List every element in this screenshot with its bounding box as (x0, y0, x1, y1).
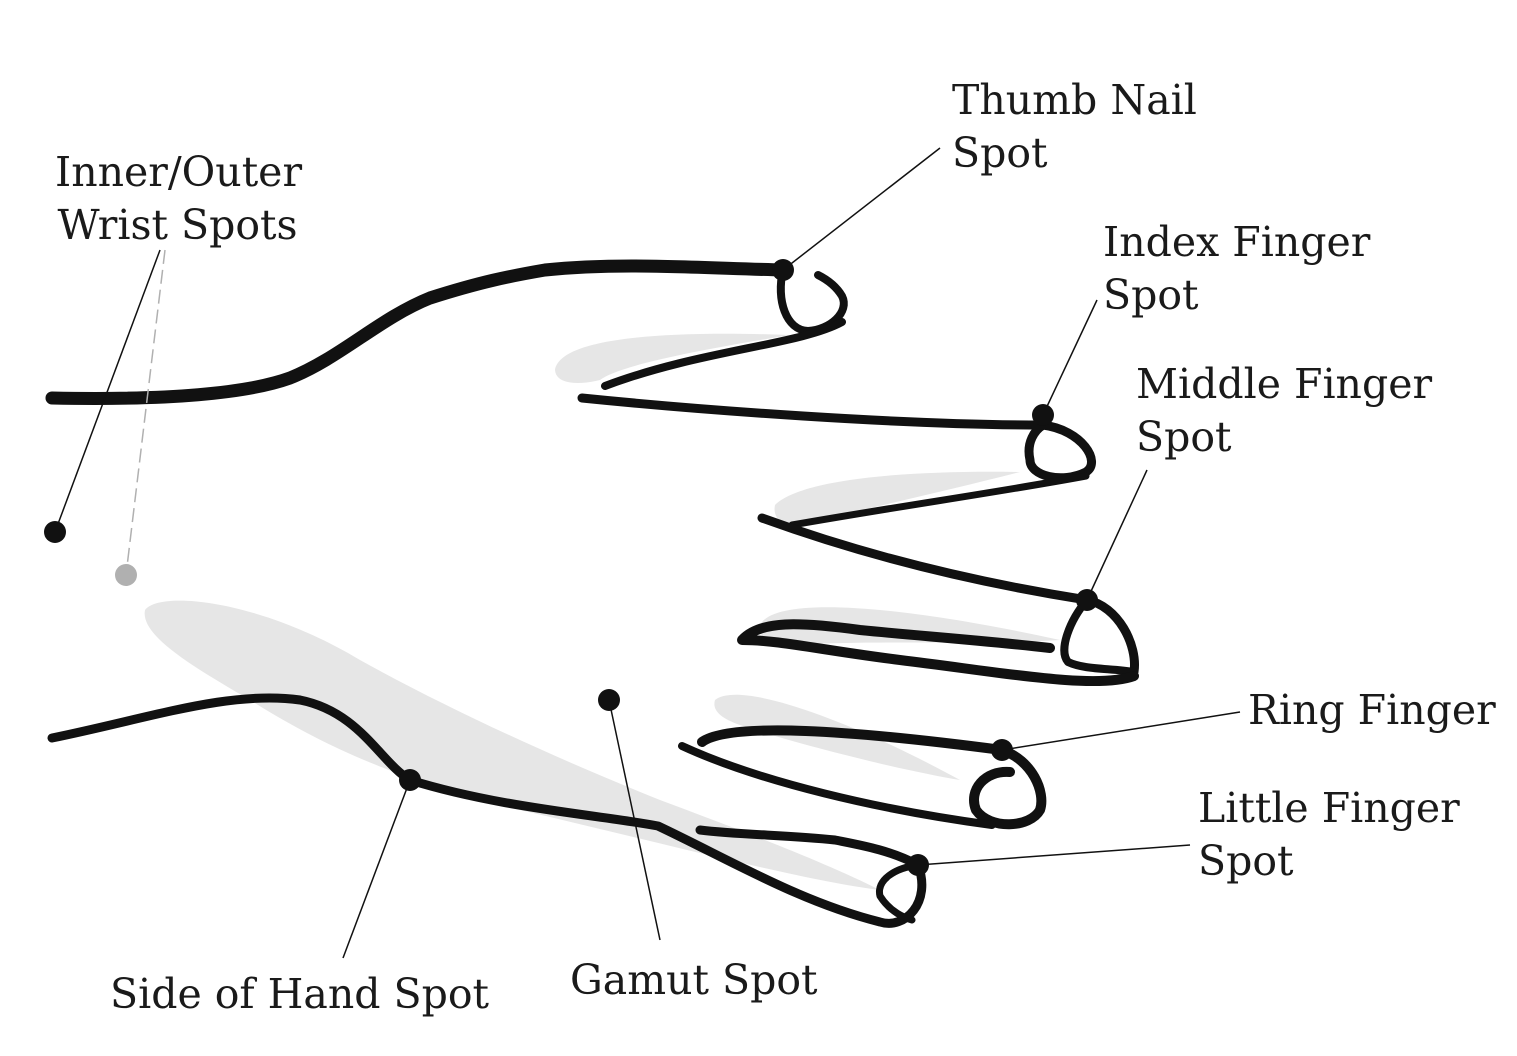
thumb-label-line2: Spot (952, 129, 1048, 177)
hand-outline (45, 259, 1139, 928)
index-label-line1: Index Finger (1103, 218, 1371, 266)
little-finger-spot (907, 854, 929, 876)
spot-markers (44, 259, 1098, 876)
leader-lines (54, 147, 1241, 959)
ring-label-line1: Ring Finger (1248, 686, 1496, 734)
ring-label: Ring Finger (1248, 684, 1496, 737)
index-label-line2: Spot (1103, 271, 1199, 319)
hand-shading (144, 333, 1060, 890)
side-label: Side of Hand Spot (110, 968, 489, 1021)
thumb-label-line1: Thumb Nail (952, 76, 1197, 124)
index-leader (1042, 299, 1098, 416)
side-leader (342, 779, 411, 959)
little-label-line1: Little Finger (1198, 784, 1460, 832)
thumb-label: Thumb Nail Spot (952, 74, 1197, 180)
middle-label: Middle Finger Spot (1136, 358, 1432, 464)
gamut-spot (598, 689, 620, 711)
ring-finger-spot (991, 739, 1013, 761)
middle-finger-spot (1076, 589, 1098, 611)
middle-label-line1: Middle Finger (1136, 360, 1433, 408)
wrist-inner-leader (54, 249, 161, 533)
thumb-nail-spot (772, 259, 794, 281)
little-label: Little Finger Spot (1198, 782, 1460, 888)
gamut-label-line1: Gamut Spot (570, 956, 818, 1004)
gamut-leader (608, 699, 661, 941)
side-label-line1: Side of Hand Spot (110, 970, 490, 1018)
thumb-leader (782, 147, 941, 271)
middle-label-line2: Spot (1136, 413, 1232, 461)
index-finger-spot (1032, 404, 1054, 426)
wrist-label-line1: Inner/Outer (55, 148, 303, 196)
wrist-label: Inner/Outer Wrist Spots (55, 146, 303, 252)
middle-leader (1086, 469, 1148, 601)
little-label-line2: Spot (1198, 837, 1294, 885)
wrist-outer-leader (125, 249, 166, 576)
little-leader (917, 844, 1191, 866)
gamut-label: Gamut Spot (570, 954, 817, 1007)
inner-wrist-spot (44, 521, 66, 543)
ring-leader (1001, 711, 1241, 751)
side-of-hand-spot (399, 769, 421, 791)
wrist-label-line2: Wrist Spots (57, 201, 298, 249)
outer-wrist-spot (115, 564, 137, 586)
index-label: Index Finger Spot (1103, 216, 1370, 322)
